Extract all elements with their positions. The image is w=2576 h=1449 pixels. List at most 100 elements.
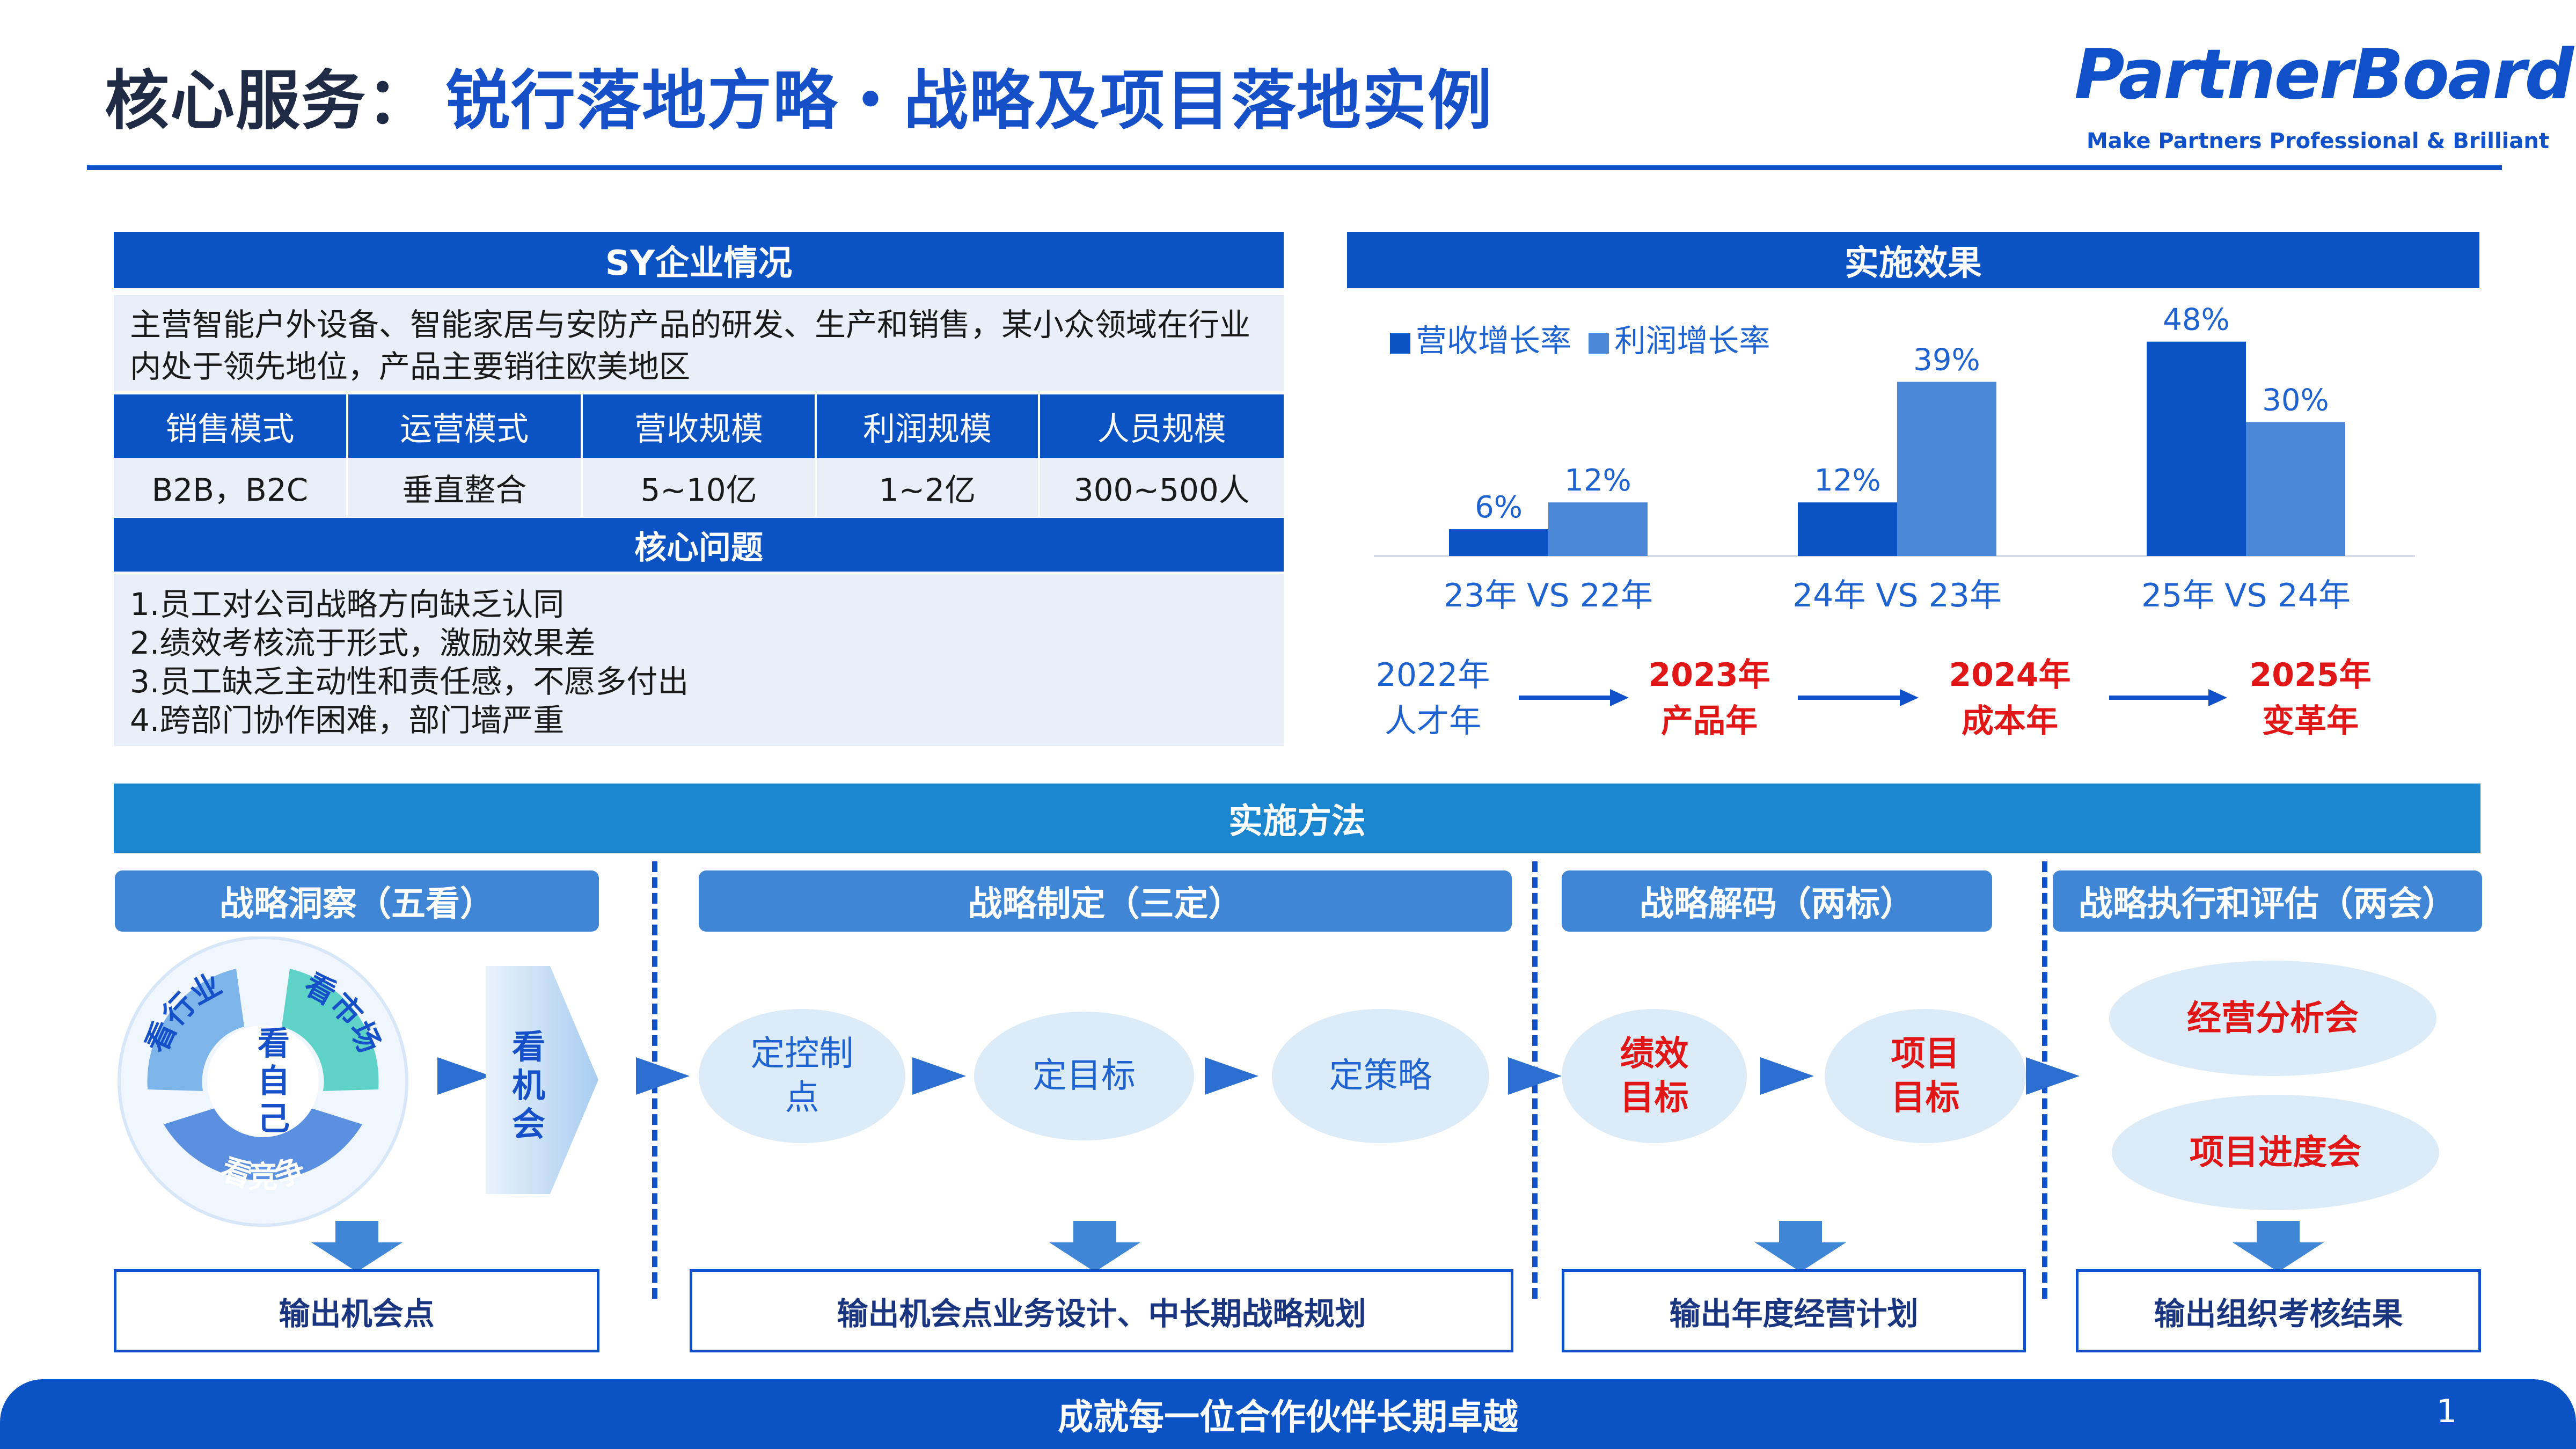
arrow-right-icon: [1798, 689, 1919, 706]
company-table-header-row: 销售模式 运营模式 营收规模 利润规模 人员规模: [114, 394, 1284, 458]
table-header-cell: 人员规模: [1040, 394, 1284, 458]
effect-section-header: 实施效果: [1347, 232, 2479, 288]
table-cell: 垂直整合: [348, 458, 583, 517]
issues-section-header: 核心问题: [114, 518, 1284, 572]
company-table: 销售模式 运营模式 营收规模 利润规模 人员规模 B2B，B2C 垂直整合 5~…: [114, 394, 1284, 517]
footer-slogan: 成就每一位合作伙伴长期卓越: [1058, 1396, 1518, 1438]
company-section-header: SY企业情况: [114, 232, 1284, 288]
partnerboard-logo: PartnerBoard: [2074, 35, 2574, 115]
bar-data-label: 48%: [2163, 303, 2229, 338]
chart-legend: 营收增长率 利润增长率: [1390, 316, 1770, 361]
core-issues-list: 1.员工对公司战略方向缺乏认同 2.绩效考核流于形式，激励效果差 3.员工缺乏主…: [114, 574, 1284, 746]
timeline-item-2025: 2025年 变革年: [2235, 652, 2385, 744]
bar-profit: [1897, 382, 1996, 556]
ring-segment-competition: [164, 1108, 362, 1181]
company-table-value-row: B2B，B2C 垂直整合 5~10亿 1~2亿 300~500人: [114, 458, 1284, 517]
title-divider: [87, 165, 2502, 170]
table-header-cell: 营收规模: [582, 394, 817, 458]
step-strategy: 定策略: [1272, 1009, 1489, 1143]
ring-segment-market: [282, 969, 379, 1091]
timeline-item-2023: 2023年 产品年: [1634, 652, 1784, 744]
bar-profit: [2246, 422, 2345, 556]
bar-data-label: 12%: [1814, 463, 1880, 498]
page-title-prefix: 核心服务：: [105, 64, 432, 138]
timeline-year: 2024年: [1949, 656, 2071, 694]
page-title: 锐行落地方略・战略及项目落地实例: [445, 64, 1493, 138]
opportunity-label: 看机会: [511, 1027, 545, 1144]
legend-swatch-profit: [1589, 333, 1609, 354]
timeline-year: 2025年: [2249, 656, 2372, 694]
bar-data-label: 30%: [2262, 383, 2329, 418]
ring-center-label: 看自己: [258, 1025, 290, 1138]
bar-revenue: [1798, 502, 1897, 556]
growth-bar-chart: 6% 12% 23年 VS 22年 12% 39% 24年 VS 23年 48% 30% 25年…: [1374, 303, 2415, 614]
table-header-cell: 运营模式: [348, 394, 583, 458]
arrow-right-icon: [1760, 1057, 1814, 1095]
page-number: 1: [2436, 1393, 2457, 1430]
arrow-right-icon: [1508, 1057, 1562, 1095]
arrow-right-icon: [912, 1057, 966, 1095]
timeline-item-2022: 2022年 人才年: [1358, 652, 1508, 744]
arrow-right-icon: [1519, 689, 1629, 706]
timeline-label: 人才年: [1385, 702, 1481, 740]
bar-profit: [1548, 502, 1648, 556]
table-header-cell: 利润规模: [817, 394, 1040, 458]
arrow-right-icon: [2109, 689, 2227, 706]
table-cell: 1~2亿: [817, 458, 1040, 517]
bar-data-label: 39%: [1913, 343, 1980, 378]
timeline-year: 2023年: [1648, 656, 1770, 694]
opportunity-chevron: [486, 966, 598, 1194]
bar-revenue: [2147, 341, 2246, 556]
timeline-year: 2022年: [1375, 656, 1490, 694]
arrow-down-icon: [1049, 1221, 1140, 1272]
arrow-right-icon: [437, 1057, 491, 1095]
phase-title-formulation: 战略制定（三定）: [699, 870, 1512, 932]
category-tick-label: 24年 VS 23年: [1792, 577, 2002, 614]
logo-tagline: Make Partners Professional & Brilliant: [2087, 129, 2549, 153]
arrow-down-icon: [1755, 1221, 1846, 1272]
timeline-item-2024: 2024年 成本年: [1935, 652, 2085, 744]
output-box-decoding: 输出年度经营计划: [1562, 1269, 2026, 1352]
step-project-review: 项目进度会: [2112, 1095, 2439, 1210]
output-box-execution: 输出组织考核结果: [2076, 1269, 2481, 1352]
timeline-label: 成本年: [1962, 702, 2058, 740]
phase-title-decoding: 战略解码（两标）: [1562, 870, 1992, 932]
step-target: 定目标: [974, 1012, 1194, 1140]
arrow-down-icon: [2233, 1221, 2324, 1272]
timeline-label: 产品年: [1661, 702, 1758, 740]
bar-data-label: 6%: [1475, 490, 1523, 525]
timeline-arrows: [1519, 689, 2227, 706]
legend-label-profit: 利润增长率: [1614, 323, 1770, 359]
step-business-review: 经营分析会: [2109, 961, 2436, 1076]
phase-title-execution: 战略执行和评估（两会）: [2053, 870, 2482, 932]
company-description: 主营智能户外设备、智能家居与安防产品的研发、生产和销售，某小众领域在行业内处于领…: [114, 295, 1284, 391]
footer-slogan-bar: 成就每一位合作伙伴长期卓越: [0, 1379, 2576, 1449]
legend-swatch-revenue: [1390, 333, 1410, 354]
arrow-right-icon: [2026, 1057, 2080, 1095]
ring-segment-industry: [147, 969, 244, 1091]
category-tick-label: 23年 VS 22年: [1444, 577, 1653, 614]
arrow-right-icon: [636, 1057, 690, 1095]
methods-section-header: 实施方法: [114, 784, 2480, 853]
legend-label-revenue: 营收增长率: [1416, 323, 1572, 359]
table-header-cell: 销售模式: [114, 394, 348, 458]
arrow-down-icon: [311, 1221, 402, 1272]
table-cell: B2B，B2C: [114, 458, 348, 517]
timeline-label: 变革年: [2262, 702, 2359, 740]
output-box-formulation: 输出机会点业务设计、中长期战略规划: [690, 1269, 1513, 1352]
issue-item: 4.跨部门协作困难，部门墙严重: [130, 702, 565, 738]
ring-center: [207, 1026, 319, 1137]
step-control-point: 定控制点: [699, 1009, 905, 1143]
category-tick-label: 25年 VS 24年: [2141, 577, 2351, 614]
output-box-insight: 输出机会点: [114, 1269, 599, 1352]
table-cell: 300~500人: [1073, 472, 1250, 508]
phase-title-insight: 战略洞察（五看）: [115, 870, 599, 932]
five-looks-ring: 看行业 看市场 看竞争: [118, 936, 408, 1227]
issue-item: 1.员工对公司战略方向缺乏认同: [130, 586, 565, 623]
issue-item: 3.员工缺乏主动性和责任感，不愿多付出: [130, 663, 689, 700]
step-performance-goal: 绩效目标: [1562, 1009, 1747, 1143]
issue-item: 2.绩效考核流于形式，激励效果差: [130, 625, 596, 661]
bar-data-label: 12%: [1564, 463, 1631, 498]
table-cell: 5~10亿: [583, 458, 817, 517]
